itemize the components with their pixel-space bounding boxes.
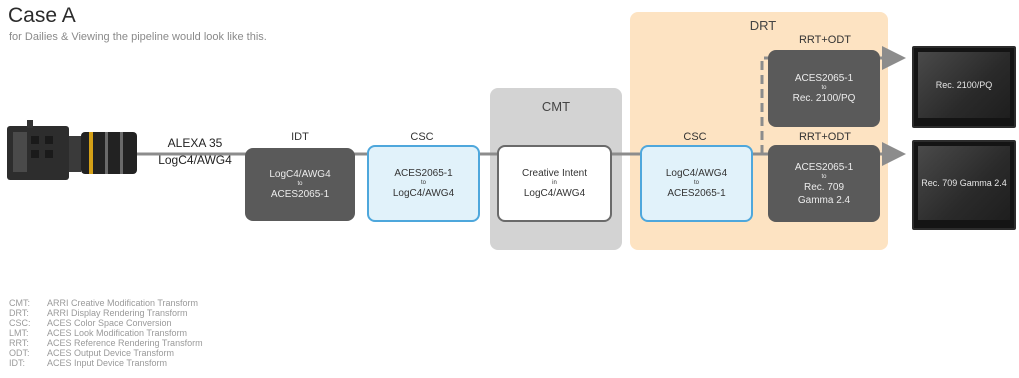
camera-icon — [7, 120, 137, 180]
cmt-in: in — [552, 180, 557, 186]
monitor-pq-screen: Rec. 2100/PQ — [918, 52, 1010, 118]
idt-input: LogC4/AWG4 — [269, 169, 331, 180]
csc1-header: CSC — [410, 131, 434, 143]
csc1-to: to — [420, 180, 426, 186]
odt-709-input: ACES2065-1 — [794, 161, 854, 173]
page-subtitle: for Dailies & Viewing the pipeline would… — [9, 31, 267, 43]
legend-item: IDT:ACES Input Device Transform — [9, 358, 168, 368]
csc2-node: LogC4/AWG4 to ACES2065-1 — [640, 145, 753, 222]
odt-pq-input: ACES2065-1 — [794, 73, 854, 84]
cmt-space: LogC4/AWG4 — [523, 188, 586, 199]
csc1-output: LogC4/AWG4 — [392, 188, 455, 199]
monitor-709-screen: Rec. 709 Gamma 2.4 — [918, 146, 1010, 220]
odt-709-node: ACES2065-1 to Rec. 709 Gamma 2.4 — [768, 145, 880, 222]
legend-item: CSC:ACES Color Space Conversion — [9, 318, 172, 328]
odt-709-header: RRT+ODT — [798, 131, 852, 143]
camera-encoding: LogC4/AWG4 — [158, 153, 232, 167]
cmt-intent: Creative Intent — [521, 168, 588, 179]
camera-label: ALEXA 35 LogC4/AWG4 — [150, 135, 240, 169]
csc1-node: ACES2065-1 to LogC4/AWG4 — [367, 145, 480, 222]
legend-item: DRT:ARRI Display Rendering Transform — [9, 308, 188, 318]
monitor-pq: Rec. 2100/PQ — [912, 46, 1016, 128]
csc2-header: CSC — [683, 131, 707, 143]
legend-item: ODT:ACES Output Device Transform — [9, 348, 175, 358]
odt-709-output: Rec. 709 — [803, 181, 845, 193]
csc2-output: ACES2065-1 — [667, 188, 726, 199]
csc2-to: to — [693, 180, 699, 186]
odt-709-to: to — [821, 173, 827, 180]
odt-709-gamma: Gamma 2.4 — [797, 194, 851, 206]
legend-item: CMT:ARRI Creative Modification Transform — [9, 298, 199, 308]
csc2-input: LogC4/AWG4 — [665, 168, 728, 179]
page-title: Case A — [8, 4, 76, 27]
odt-pq-to: to — [821, 85, 827, 91]
cmt-region-label: CMT — [541, 99, 571, 114]
odt-pq-node: ACES2065-1 to Rec. 2100/PQ — [768, 50, 880, 127]
idt-to: to — [297, 181, 303, 187]
camera-name: ALEXA 35 — [167, 136, 223, 150]
odt-pq-header: RRT+ODT — [798, 34, 852, 46]
idt-node: LogC4/AWG4 to ACES2065-1 — [245, 148, 355, 221]
idt-header: IDT — [291, 131, 309, 143]
cmt-node: Creative Intent in LogC4/AWG4 — [497, 145, 612, 222]
idt-output: ACES2065-1 — [270, 189, 330, 200]
odt-pq-output: Rec. 2100/PQ — [792, 93, 856, 104]
csc1-input: ACES2065-1 — [394, 168, 453, 179]
legend-item: RRT:ACES Reference Rendering Transform — [9, 338, 203, 348]
monitor-709: Rec. 709 Gamma 2.4 — [912, 140, 1016, 230]
legend-item: LMT:ACES Look Modification Transform — [9, 328, 188, 338]
drt-region-label: DRT — [749, 18, 777, 33]
